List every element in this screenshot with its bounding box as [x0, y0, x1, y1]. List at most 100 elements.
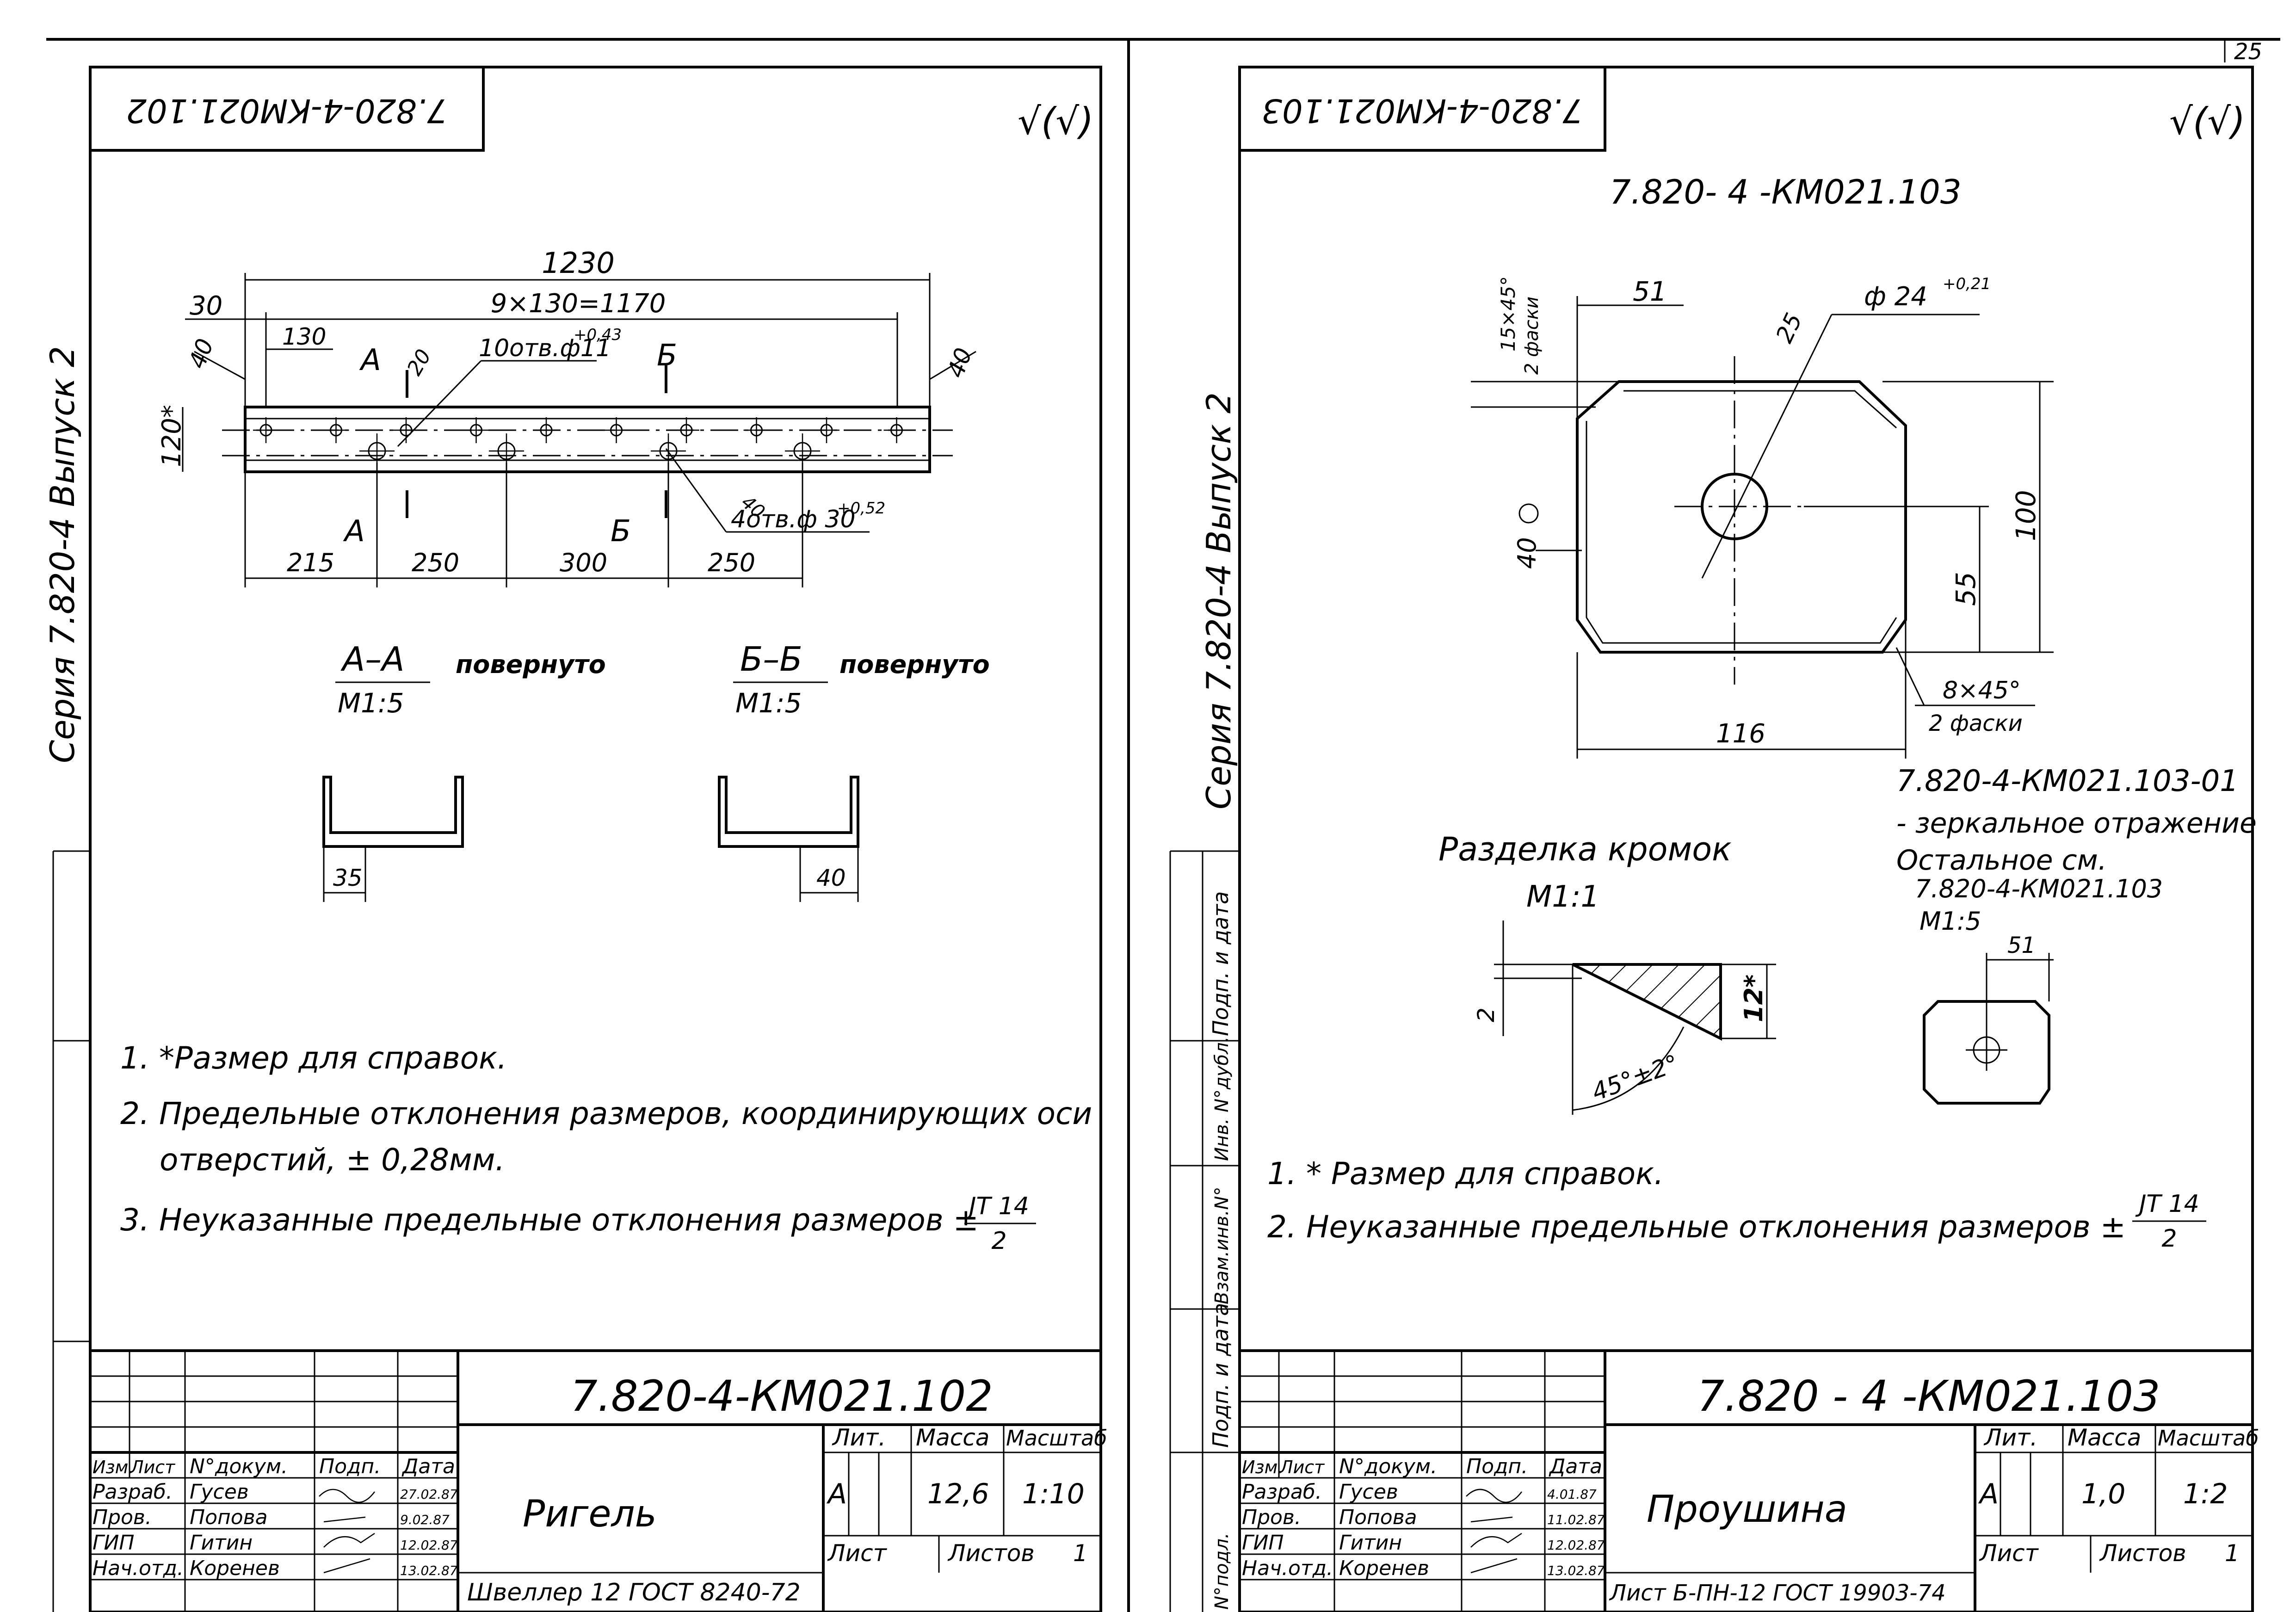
left-note-1: 1. *Размер для справок.	[120, 1040, 507, 1076]
right-stamp-box	[1238, 66, 1606, 152]
right-title-block: 7.820 - 4 -КМ021.103 Проушина Лист Б-ПН-…	[1240, 1349, 2259, 1612]
svg-text:1: 1	[1073, 1540, 1088, 1567]
left-tol-den: 2	[991, 1227, 1006, 1255]
svg-text:Подп.: Подп.	[1466, 1455, 1528, 1478]
left-tb-material: Швеллер 12 ГОСТ 8240-72	[467, 1579, 801, 1606]
small-dim-51: 51	[2007, 933, 2036, 958]
svg-text:4.01.87: 4.01.87	[1547, 1487, 1597, 1502]
right-note-1: 1. * Размер для справок.	[1267, 1156, 1664, 1192]
svg-text:Листов: Листов	[947, 1540, 1035, 1567]
section-bb-scale: М1:5	[735, 687, 802, 719]
edge-title: Разделка кромок	[1438, 830, 1731, 868]
right-tol-num: JT 14	[2135, 1190, 2199, 1218]
svg-text:Коренев: Коренев	[1339, 1556, 1429, 1580]
mirror-note-4: 7.820-4-КМ021.103	[1915, 874, 2163, 903]
section-b-bottom: Б	[611, 514, 631, 549]
svg-text:12.02.87: 12.02.87	[400, 1538, 458, 1553]
page-number: 25	[2234, 39, 2262, 65]
dim-130: 130	[282, 323, 326, 350]
side-col-2: Инв. N°дубл.	[1211, 1037, 1233, 1161]
left-note-3: 3. Неуказанные предельные отклонения раз…	[120, 1202, 979, 1238]
small-hole-center	[393, 417, 419, 443]
plate-outline	[1576, 380, 1907, 654]
svg-text:N°докум.: N°докум.	[190, 1455, 288, 1478]
section-a-bottom: А	[343, 514, 365, 549]
dim-116: 116	[1716, 719, 1765, 749]
dim-1230: 1230	[542, 246, 615, 280]
dim-300: 300	[560, 548, 607, 577]
side-col-5: N°подл.	[1211, 1533, 1233, 1610]
angle-right: 40	[942, 344, 977, 381]
left-tb-scale: 1:10	[1022, 1478, 1085, 1510]
right-tb-scale: 1:2	[2183, 1478, 2228, 1510]
svg-text:ГИП: ГИП	[93, 1531, 135, 1555]
right-roughness-symbol: √(√)	[2169, 100, 2245, 143]
dim-100: 100	[2010, 490, 2042, 541]
svg-text:+0,43: +0,43	[574, 326, 622, 344]
right-tb-material: Лист Б-ПН-12 ГОСТ 19903-74	[1609, 1580, 1946, 1606]
svg-text:9.02.87: 9.02.87	[400, 1512, 450, 1527]
section-bb-profile	[718, 776, 859, 848]
svg-text:Пров.: Пров.	[1242, 1506, 1301, 1529]
right-tb-code: 7.820 - 4 -КМ021.103	[1697, 1371, 2160, 1421]
left-note-2b: отверстий, ± 0,28мм.	[160, 1142, 505, 1178]
right-tol-den: 2	[2161, 1225, 2177, 1253]
svg-text:Подп.: Подп.	[319, 1455, 381, 1478]
svg-text:13.02.87: 13.02.87	[400, 1563, 458, 1578]
section-bb-title: Б–Б	[740, 640, 802, 679]
side-col-3: Взам.инв.N°	[1211, 1187, 1233, 1304]
svg-text:Гусев: Гусев	[1339, 1480, 1398, 1504]
channel-outline	[244, 406, 931, 473]
mirror-note-1: 7.820-4-КМ021.103-01	[1896, 764, 2239, 798]
svg-text:Попова: Попова	[190, 1506, 268, 1529]
svg-text:Гитин: Гитин	[1339, 1531, 1402, 1555]
small-hole-center	[743, 417, 770, 443]
svg-text:13.02.87: 13.02.87	[1547, 1563, 1605, 1578]
dim-55: 55	[1950, 572, 1981, 606]
section-bb-note: повернуто	[839, 650, 990, 679]
small-hole-center	[323, 417, 349, 443]
svg-text:Изм.: Изм.	[1242, 1457, 1283, 1477]
holes-big-label: 4отв.ф 30	[731, 506, 856, 533]
svg-text:N°докум.: N°докум.	[1339, 1455, 1437, 1478]
svg-text:+0,21: +0,21	[1943, 275, 1991, 293]
svg-text:11.02.87: 11.02.87	[1547, 1512, 1605, 1527]
chamfer-bottom: 8×45°	[1943, 677, 2021, 704]
section-b-top: Б	[657, 339, 677, 373]
svg-text:А: А	[826, 1478, 847, 1510]
right-top-code: 7.820- 4 -КМ021.103	[1610, 173, 1962, 211]
hole-dim: ф 24	[1864, 282, 1927, 312]
svg-text:Масштаб: Масштаб	[1006, 1426, 1107, 1451]
svg-text:27.02.87: 27.02.87	[400, 1487, 458, 1502]
right-side-label: Серия 7.820-4 Выпуск 2	[1199, 392, 1238, 809]
small-scale: М1:5	[1920, 907, 1981, 936]
svg-text:12.02.87: 12.02.87	[1547, 1538, 1605, 1553]
right-signatures	[1466, 1488, 1522, 1574]
svg-text:Изм.: Изм.	[93, 1457, 134, 1477]
edge-thickness: 2	[1473, 1007, 1500, 1022]
svg-text:Лит.: Лит.	[1983, 1424, 2037, 1451]
left-stamp-box	[89, 66, 485, 152]
channel-plan-view	[222, 406, 953, 473]
right-mirrored-code: 7.820-4-КМ021.103	[1261, 92, 1583, 130]
small-hole-center	[603, 417, 630, 443]
svg-text:Нач.отд.: Нач.отд.	[1242, 1556, 1333, 1580]
svg-text:Гусев: Гусев	[190, 1480, 249, 1504]
section-aa-note: повернуто	[456, 650, 606, 679]
dim-250a: 250	[412, 548, 459, 577]
left-mirrored-code: 7.820-4-КМ021.102	[126, 92, 447, 130]
svg-text:Дата: Дата	[1549, 1455, 1602, 1478]
svg-text:Пров.: Пров.	[93, 1506, 152, 1529]
section-a-top: А	[359, 343, 381, 377]
left-tb-mass: 12,6	[927, 1478, 989, 1510]
svg-text:Гитин: Гитин	[190, 1531, 253, 1555]
svg-text:А: А	[1978, 1478, 1999, 1510]
dim-120: 120*	[157, 405, 187, 467]
small-plate	[1923, 1000, 2050, 1105]
dim-30: 30	[190, 291, 222, 321]
left-tb-code: 7.820-4-КМ021.102	[570, 1371, 993, 1421]
edge-profile	[1572, 963, 1722, 1041]
holes-small-label: 10отв.ф11	[479, 334, 611, 362]
svg-text:Дата: Дата	[401, 1455, 455, 1478]
svg-text:ГИП: ГИП	[1242, 1531, 1284, 1555]
